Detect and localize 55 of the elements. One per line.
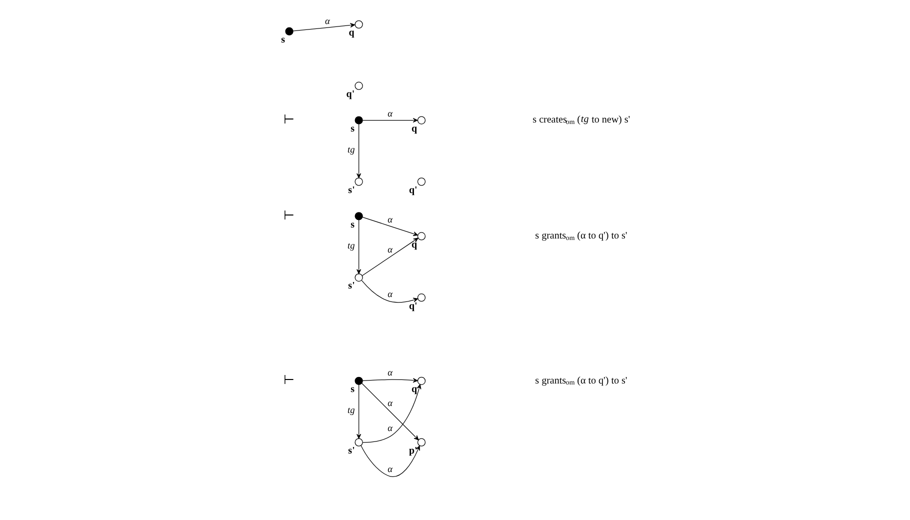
- node-circle: [417, 116, 426, 124]
- node-label: q: [411, 384, 418, 396]
- node-circle: [354, 178, 363, 186]
- edge-label: α: [388, 245, 393, 256]
- node-circle: [354, 273, 363, 282]
- node-label: s': [348, 280, 355, 292]
- edge-label: tg: [348, 146, 355, 156]
- arrow: [361, 280, 418, 303]
- node-circle: [417, 294, 426, 302]
- edge-label: tg: [348, 406, 355, 416]
- node-label: q': [408, 184, 418, 196]
- edge-label: α: [388, 424, 393, 434]
- arrow: [360, 445, 420, 477]
- edge-label: α: [388, 398, 393, 409]
- arrow: [362, 216, 418, 236]
- node-label: s: [350, 384, 355, 396]
- edge-label: α: [388, 464, 393, 475]
- edge-label: α: [388, 368, 393, 378]
- label: ⊢: [284, 208, 295, 222]
- node-label: q: [348, 28, 354, 39]
- label: ⊢: [284, 112, 295, 126]
- node-circle: [417, 438, 426, 446]
- node-label: s: [350, 219, 355, 230]
- node-label: q': [346, 88, 355, 100]
- edge-label: α: [325, 16, 330, 27]
- node-label: q: [411, 123, 418, 134]
- node-label: s': [348, 184, 355, 196]
- node-circle: [354, 438, 363, 446]
- node-label: q': [408, 300, 418, 312]
- edge-label: α: [388, 290, 393, 300]
- edge-label: α: [388, 110, 393, 120]
- node-dot: [354, 116, 363, 124]
- arrow: [362, 238, 418, 276]
- arrow: [356, 384, 362, 439]
- node-label: p': [408, 445, 418, 456]
- node-dot: [354, 376, 363, 385]
- node-dot: [354, 212, 363, 220]
- node-dot: [285, 27, 294, 36]
- node-label: s: [350, 123, 355, 134]
- node-circle: [354, 82, 363, 90]
- arrow: [356, 220, 362, 274]
- node-circle: [417, 232, 426, 240]
- edge-label: α: [388, 215, 393, 226]
- edge-label: tg: [348, 241, 355, 252]
- arrow: [356, 124, 362, 178]
- node-circle: [354, 20, 363, 28]
- node-circle: [417, 178, 426, 186]
- node-circle: [417, 376, 426, 385]
- label: ⊢: [284, 373, 295, 388]
- arrow: [362, 378, 418, 383]
- node-label: q: [411, 239, 418, 250]
- node-label: s': [348, 445, 355, 456]
- arrow: [292, 22, 356, 32]
- arrow: [362, 118, 418, 123]
- node-label: s: [281, 34, 286, 46]
